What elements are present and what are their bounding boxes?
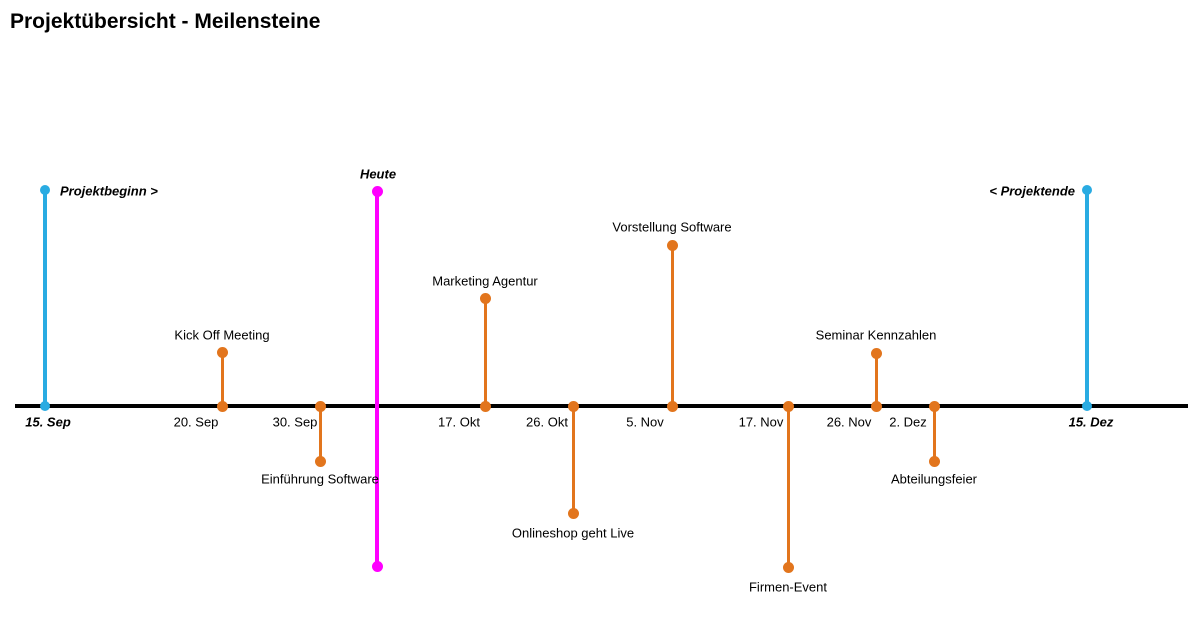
project-endpoint-top-dot — [1082, 185, 1092, 195]
axis-date-label: 15. Dez — [1068, 414, 1114, 430]
milestone-end-dot — [479, 292, 491, 304]
milestone-axis-dot — [928, 400, 940, 412]
today-bottom-dot — [371, 560, 383, 572]
project-endpoint-line — [1085, 190, 1089, 408]
milestone-stem — [318, 406, 322, 461]
milestone-axis-dot — [870, 400, 882, 412]
timeline-axis — [15, 404, 1188, 408]
axis-date-label: 15. Sep — [25, 414, 71, 430]
milestone-end-dot — [782, 561, 794, 573]
milestone-label: Seminar Kennzahlen — [815, 327, 937, 343]
project-endpoint-top-dot — [40, 185, 50, 195]
milestone-stem — [874, 353, 878, 406]
milestone-axis-dot — [216, 400, 228, 412]
project-endpoint-line — [43, 190, 47, 408]
milestone-axis-dot — [567, 400, 579, 412]
milestone-stem — [220, 352, 224, 406]
project-endpoint-axis-dot — [1082, 401, 1092, 411]
milestone-label: Vorstellung Software — [612, 219, 732, 235]
milestone-axis-dot — [314, 400, 326, 412]
milestone-axis-dot — [782, 400, 794, 412]
milestone-end-dot — [567, 507, 579, 519]
milestone-axis-dot — [479, 400, 491, 412]
milestone-end-dot — [870, 347, 882, 359]
milestone-stem — [786, 406, 790, 567]
axis-date-label: 26. Nov — [826, 414, 872, 430]
milestone-stem — [670, 245, 674, 406]
milestone-end-dot — [928, 455, 940, 467]
project-endpoint-label: < Projektende — [989, 183, 1075, 199]
milestone-stem — [483, 298, 487, 406]
axis-date-label: 30. Sep — [272, 414, 318, 430]
milestone-stem — [932, 406, 936, 461]
project-endpoint-axis-dot — [40, 401, 50, 411]
milestone-end-dot — [666, 239, 678, 251]
chart-title: Projektübersicht - Meilensteine — [10, 10, 321, 33]
milestone-label: Onlineshop geht Live — [511, 525, 635, 541]
axis-date-label: 17. Nov — [738, 414, 784, 430]
milestone-label: Abteilungsfeier — [891, 471, 977, 487]
milestone-label: Firmen-Event — [748, 579, 828, 595]
milestone-end-dot — [314, 455, 326, 467]
milestone-label: Einführung Software — [261, 471, 379, 487]
project-endpoint-label: Projektbeginn > — [60, 183, 158, 199]
milestone-stem — [571, 406, 575, 513]
today-label: Heute — [359, 166, 397, 182]
axis-date-label: 20. Sep — [173, 414, 219, 430]
milestone-label: Marketing Agentur — [432, 273, 538, 289]
axis-date-label: 5. Nov — [626, 414, 664, 430]
milestone-label: Kick Off Meeting — [174, 327, 270, 343]
milestone-end-dot — [216, 346, 228, 358]
milestone-axis-dot — [666, 400, 678, 412]
today-line — [375, 191, 379, 566]
axis-date-label: 2. Dez — [889, 414, 927, 430]
axis-date-label: 26. Okt — [526, 414, 568, 430]
axis-date-label: 17. Okt — [438, 414, 480, 430]
today-top-dot — [371, 185, 383, 197]
